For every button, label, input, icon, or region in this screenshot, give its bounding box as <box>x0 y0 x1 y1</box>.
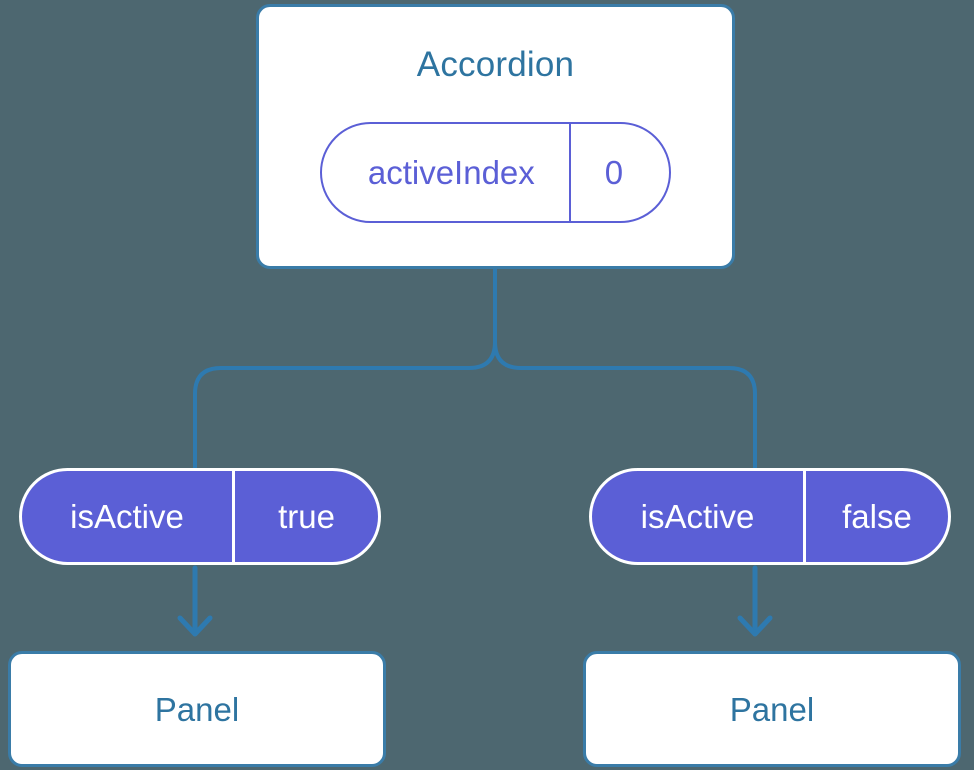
prop-pill-divider <box>568 124 571 221</box>
node-panel-left[interactable]: Panel <box>8 651 386 767</box>
tree-connector-path <box>193 267 497 470</box>
node-panel-right[interactable]: Panel <box>583 651 961 767</box>
prop-pill-active-index-value: 0 <box>604 153 624 191</box>
prop-pill-divider <box>232 471 235 562</box>
node-accordion-title: Accordion <box>416 45 575 84</box>
node-panel-right-title: Panel <box>729 690 815 728</box>
arrow-head-right <box>737 615 773 637</box>
prop-pill-is-active-false-value: false <box>842 497 912 535</box>
prop-pill-active-index[interactable]: activeIndex 0 <box>319 122 672 223</box>
arrow-head-left <box>177 615 213 637</box>
node-panel-left-title: Panel <box>154 690 240 728</box>
tree-connector-path-right <box>493 267 757 470</box>
prop-pill-is-active-false[interactable]: isActive false <box>589 468 951 565</box>
prop-pill-is-active-true-key: isActive <box>70 497 184 535</box>
prop-pill-divider <box>803 471 806 562</box>
node-accordion[interactable]: Accordion activeIndex 0 <box>256 4 735 269</box>
prop-pill-active-index-key: activeIndex <box>367 153 535 191</box>
prop-pill-is-active-true-value: true <box>278 497 335 535</box>
prop-pill-is-active-true[interactable]: isActive true <box>19 468 381 565</box>
prop-pill-is-active-false-key: isActive <box>640 497 755 535</box>
